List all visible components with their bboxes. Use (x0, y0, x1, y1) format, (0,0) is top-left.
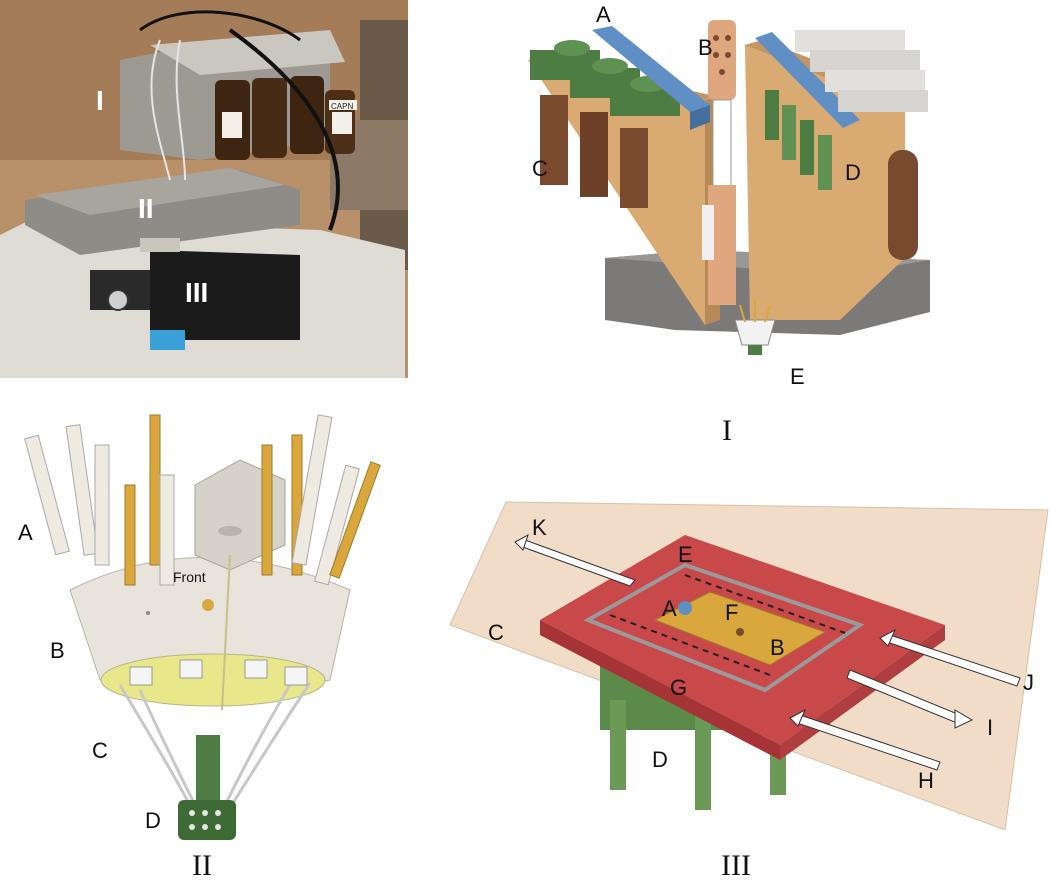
left-housing (528, 60, 705, 325)
cylinders-c (540, 95, 648, 208)
label-j: J (1023, 670, 1034, 695)
label-c: C (488, 620, 504, 645)
label-k: K (532, 515, 547, 540)
label-c: C (92, 738, 108, 763)
track-g (583, 562, 865, 693)
green-modules (530, 40, 680, 116)
panel-ii-diagram: Front A B C D II (18, 414, 381, 882)
label-e: E (678, 542, 693, 567)
grey-cartridges (795, 30, 928, 112)
panel-i-diagram: A B C D E I (528, 2, 930, 447)
arrow-i (846, 669, 974, 729)
front-text: Front (173, 569, 206, 585)
label-c: C (532, 156, 548, 181)
photo-label-i: I (96, 85, 104, 116)
panel-i-caption: I (722, 414, 732, 447)
label-g: G (670, 675, 687, 700)
label-b: B (50, 638, 65, 663)
photo-label-iii: III (185, 277, 208, 308)
label-d: D (145, 808, 161, 833)
arrow-j (879, 628, 1021, 687)
bottle-label: CAPN (331, 102, 353, 111)
arrow-k (514, 533, 636, 587)
label-a: A (18, 520, 33, 545)
panel-ii-caption: II (192, 849, 212, 882)
label-a: A (596, 2, 611, 27)
label-f: F (725, 600, 738, 625)
connector-d (178, 735, 236, 840)
instrument-photo: CAPN I II III (0, 0, 408, 378)
label-i: I (987, 715, 993, 740)
panel-iii-diagram: K E A F B C G J I H D III (449, 501, 1049, 882)
green-pegs-d (765, 90, 832, 190)
blue-bar-a (592, 26, 710, 112)
arrow-h (789, 708, 941, 771)
label-d: D (652, 747, 668, 772)
label-a: A (662, 596, 677, 621)
label-b: B (698, 35, 713, 60)
manifold-e (734, 300, 776, 355)
panel-iii-caption: III (721, 849, 751, 882)
label-e: E (790, 364, 805, 389)
label-h: H (918, 768, 934, 793)
photo-label-ii: II (138, 193, 154, 224)
label-d: D (845, 160, 861, 185)
tubes-a (24, 414, 381, 586)
label-b: B (770, 635, 785, 660)
